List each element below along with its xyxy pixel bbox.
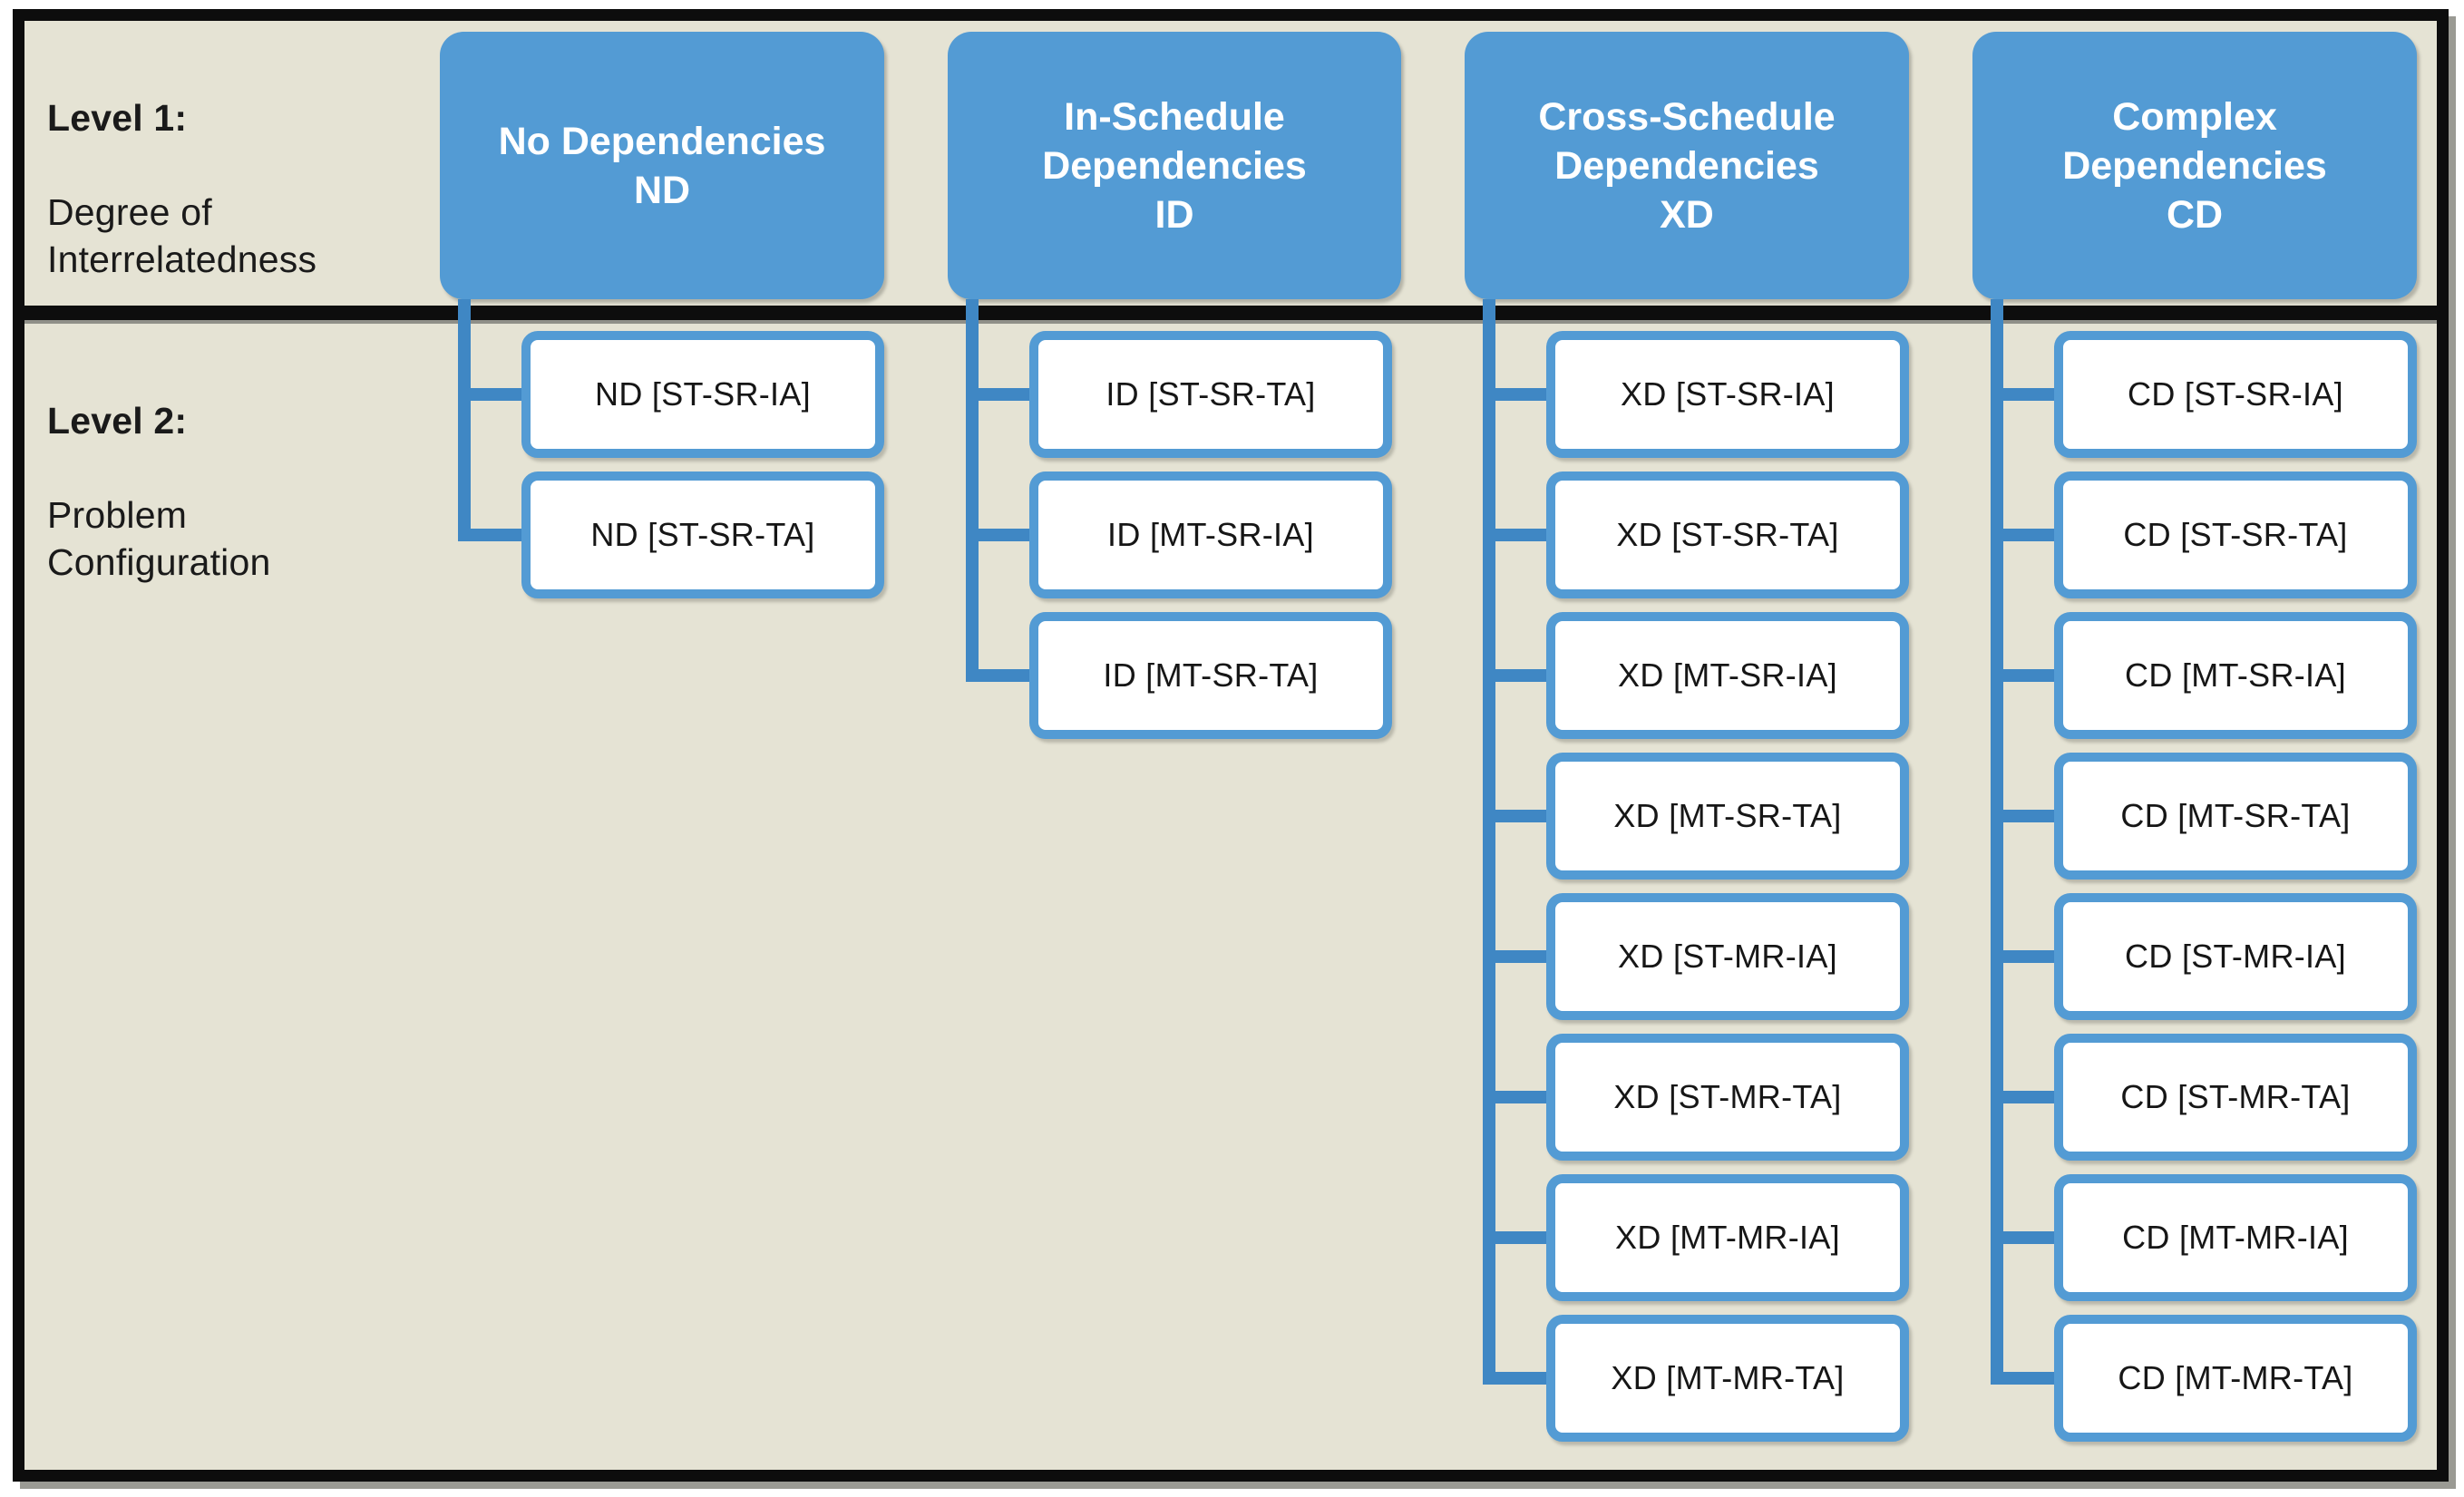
- level2-node-cd-6[interactable]: CD [ST-MR-TA]: [2054, 1034, 2417, 1161]
- level2-node-xd-1[interactable]: XD [ST-SR-IA]: [1546, 331, 1909, 458]
- level1-header-nd[interactable]: No Dependencies ND: [440, 32, 884, 299]
- connector-stub-xd-1: [1483, 388, 1552, 401]
- connector-trunk-xd: [1483, 299, 1495, 1385]
- level-1-label-rest: Degree of Interrelatedness: [47, 191, 317, 280]
- level2-node-cd-7[interactable]: CD [MT-MR-IA]: [2054, 1174, 2417, 1301]
- level2-node-xd-2[interactable]: XD [ST-SR-TA]: [1546, 471, 1909, 598]
- connector-stub-cd-4: [1991, 810, 2060, 822]
- connector-trunk-cd: [1991, 299, 2003, 1385]
- connector-stub-nd-1: [458, 388, 527, 401]
- level-2-label: Level 2: Problem Configuration: [47, 350, 270, 633]
- connector-stub-cd-6: [1991, 1091, 2060, 1103]
- level2-node-xd-4[interactable]: XD [MT-SR-TA]: [1546, 753, 1909, 880]
- level2-node-cd-4[interactable]: CD [MT-SR-TA]: [2054, 753, 2417, 880]
- level1-header-id[interactable]: In-Schedule Dependencies ID: [948, 32, 1401, 299]
- connector-stub-cd-2: [1991, 529, 2060, 541]
- level2-node-xd-8[interactable]: XD [MT-MR-TA]: [1546, 1315, 1909, 1442]
- connector-stub-cd-5: [1991, 950, 2060, 963]
- level2-node-xd-6[interactable]: XD [ST-MR-TA]: [1546, 1034, 1909, 1161]
- level-1-label: Level 1: Degree of Interrelatedness: [47, 47, 317, 330]
- connector-stub-xd-6: [1483, 1091, 1552, 1103]
- connector-trunk-nd: [458, 299, 471, 541]
- connector-stub-id-3: [966, 669, 1035, 682]
- level1-header-xd[interactable]: Cross-Schedule Dependencies XD: [1465, 32, 1909, 299]
- level2-node-xd-7[interactable]: XD [MT-MR-IA]: [1546, 1174, 1909, 1301]
- level1-header-cd[interactable]: Complex Dependencies CD: [1972, 32, 2417, 299]
- level-divider: [24, 306, 2437, 320]
- connector-trunk-id: [966, 299, 979, 682]
- connector-stub-cd-7: [1991, 1231, 2060, 1244]
- level2-node-cd-2[interactable]: CD [ST-SR-TA]: [2054, 471, 2417, 598]
- level2-node-id-3[interactable]: ID [MT-SR-TA]: [1029, 612, 1392, 739]
- level2-node-id-2[interactable]: ID [MT-SR-IA]: [1029, 471, 1392, 598]
- level2-node-cd-8[interactable]: CD [MT-MR-TA]: [2054, 1315, 2417, 1442]
- connector-stub-cd-1: [1991, 388, 2060, 401]
- level2-node-cd-3[interactable]: CD [MT-SR-IA]: [2054, 612, 2417, 739]
- connector-stub-xd-7: [1483, 1231, 1552, 1244]
- connector-stub-xd-8: [1483, 1372, 1552, 1385]
- level-2-label-lead: Level 2:: [47, 400, 188, 442]
- connector-stub-nd-2: [458, 529, 527, 541]
- connector-stub-xd-5: [1483, 950, 1552, 963]
- level2-node-xd-5[interactable]: XD [ST-MR-IA]: [1546, 893, 1909, 1020]
- level2-node-id-1[interactable]: ID [ST-SR-TA]: [1029, 331, 1392, 458]
- level2-node-nd-2[interactable]: ND [ST-SR-TA]: [521, 471, 884, 598]
- connector-stub-id-1: [966, 388, 1035, 401]
- level-2-label-rest: Problem Configuration: [47, 494, 271, 583]
- connector-stub-xd-3: [1483, 669, 1552, 682]
- level2-node-cd-1[interactable]: CD [ST-SR-IA]: [2054, 331, 2417, 458]
- level-divider-highlight: [24, 320, 2437, 324]
- level2-node-nd-1[interactable]: ND [ST-SR-IA]: [521, 331, 884, 458]
- connector-stub-cd-8: [1991, 1372, 2060, 1385]
- level2-node-xd-3[interactable]: XD [MT-SR-IA]: [1546, 612, 1909, 739]
- connector-stub-xd-2: [1483, 529, 1552, 541]
- level2-node-cd-5[interactable]: CD [ST-MR-IA]: [2054, 893, 2417, 1020]
- level-1-label-lead: Level 1:: [47, 97, 188, 139]
- connector-stub-cd-3: [1991, 669, 2060, 682]
- connector-stub-id-2: [966, 529, 1035, 541]
- connector-stub-xd-4: [1483, 810, 1552, 822]
